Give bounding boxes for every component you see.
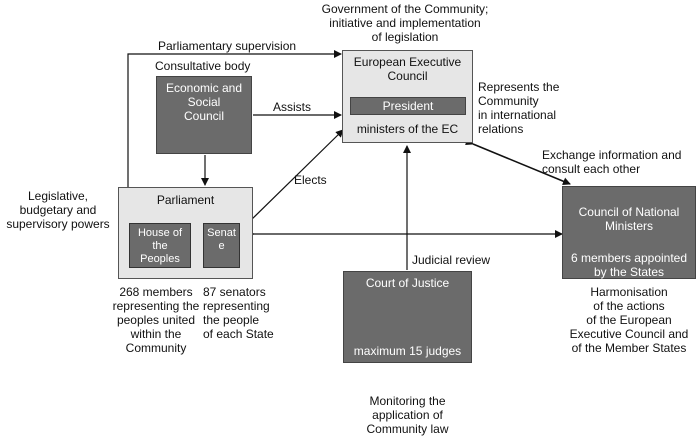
senators-line: the people <box>203 313 260 327</box>
economic-social-council-box: Economic and Social Council <box>156 76 252 154</box>
house-line: the <box>152 240 168 252</box>
esc-title-line: Council <box>183 109 225 123</box>
assists-label: Assists <box>273 100 312 114</box>
harmonisation-line: Executive Council and <box>569 327 689 341</box>
gov-caption-line: initiative and implementation <box>329 16 481 30</box>
monitoring-line: application of <box>372 408 443 422</box>
cnm-title-line: Ministers <box>604 219 653 233</box>
senators-line: 87 senators <box>203 285 266 299</box>
legislative-line: budgetary and <box>19 203 97 217</box>
parliamentary-supervision-label: Parliamentary supervision <box>158 39 297 53</box>
elects-label: Elects <box>294 173 327 187</box>
council-national-ministers-box: Council of National Ministers 6 members … <box>562 186 696 279</box>
cnm-members-line: 6 members appointed <box>570 251 688 265</box>
government-caption: Government of the Community; initiative … <box>310 2 500 44</box>
house-of-peoples-box: House of the Peoples <box>129 223 191 268</box>
eec-title-line: European Executive <box>353 55 462 69</box>
exchange-line: consult each other <box>542 162 641 176</box>
parliament-title: Parliament <box>156 193 215 207</box>
represents-label: Represents the Community in internationa… <box>478 80 559 136</box>
parliamentary-supervision-arrow <box>127 50 342 187</box>
parliament-box: Parliament House of the Peoples Senat e <box>118 187 253 279</box>
members-line: within the <box>130 327 182 341</box>
represents-line: Community <box>478 94 539 108</box>
legislative-line: supervisory powers <box>6 217 110 231</box>
harmonisation-line: of the actions <box>593 299 665 313</box>
harmonisation-line: of the European <box>586 313 672 327</box>
monitoring-line: Community law <box>366 422 449 436</box>
eec-title: European Executive Council <box>343 55 472 83</box>
senate-box: Senat e <box>203 223 240 268</box>
judicial-review-label: Judicial review <box>412 253 491 267</box>
exchange-label: Exchange information and consult each ot… <box>542 148 681 176</box>
members-line: peoples united <box>116 313 196 327</box>
house-line: House of <box>137 227 183 239</box>
senators-line: of each State <box>203 327 274 341</box>
senate-line: e <box>218 240 225 252</box>
gov-caption-line: Government of the Community; <box>321 2 489 16</box>
represents-line: in international <box>478 108 557 122</box>
represents-line: Represents the <box>478 80 560 94</box>
senators-87-label: 87 senators representing the people of e… <box>203 285 274 341</box>
elects-arrow <box>247 129 344 224</box>
eec-cnm-arrow <box>465 137 571 186</box>
gov-caption-line: of legislation <box>371 30 439 44</box>
members-268-label: 268 members representing the peoples uni… <box>112 285 200 355</box>
exchange-line: Exchange information and <box>542 148 682 162</box>
legislative-line: Legislative, <box>27 189 89 203</box>
senate-line: Senat <box>207 227 236 239</box>
court-judges: maximum 15 judges <box>353 344 462 358</box>
consultative-body-label: Consultative body <box>155 59 251 73</box>
monitoring-line: Monitoring the <box>369 394 446 408</box>
eec-title-line: Council <box>387 69 428 83</box>
members-line: representing the <box>112 299 200 313</box>
european-executive-council-box: European Executive Council President min… <box>342 50 473 143</box>
members-line: Community <box>125 341 187 355</box>
esc-title-line: Economic and <box>165 81 243 95</box>
harmonisation-label: Harmonisation of the actions of the Euro… <box>560 285 698 355</box>
cnm-members-line: by the States <box>593 265 665 279</box>
monitoring-label: Monitoring the application of Community … <box>350 394 465 436</box>
president-box: President <box>350 97 466 115</box>
senators-line: representing <box>203 299 270 313</box>
court-of-justice-box: Court of Justice maximum 15 judges <box>343 271 472 363</box>
ministers-of-ec-label: ministers of the EC <box>356 122 459 136</box>
legislative-label: Legislative, budgetary and supervisory p… <box>2 189 114 231</box>
members-line: 268 members <box>119 285 193 299</box>
house-line: Peoples <box>140 253 180 265</box>
represents-line: relations <box>478 122 524 136</box>
esc-title-line: Social <box>187 95 221 109</box>
cnm-title-line: Council of National <box>578 205 680 219</box>
court-title: Court of Justice <box>365 276 450 290</box>
harmonisation-line: of the Member States <box>571 341 687 355</box>
harmonisation-line: Harmonisation <box>590 285 668 299</box>
